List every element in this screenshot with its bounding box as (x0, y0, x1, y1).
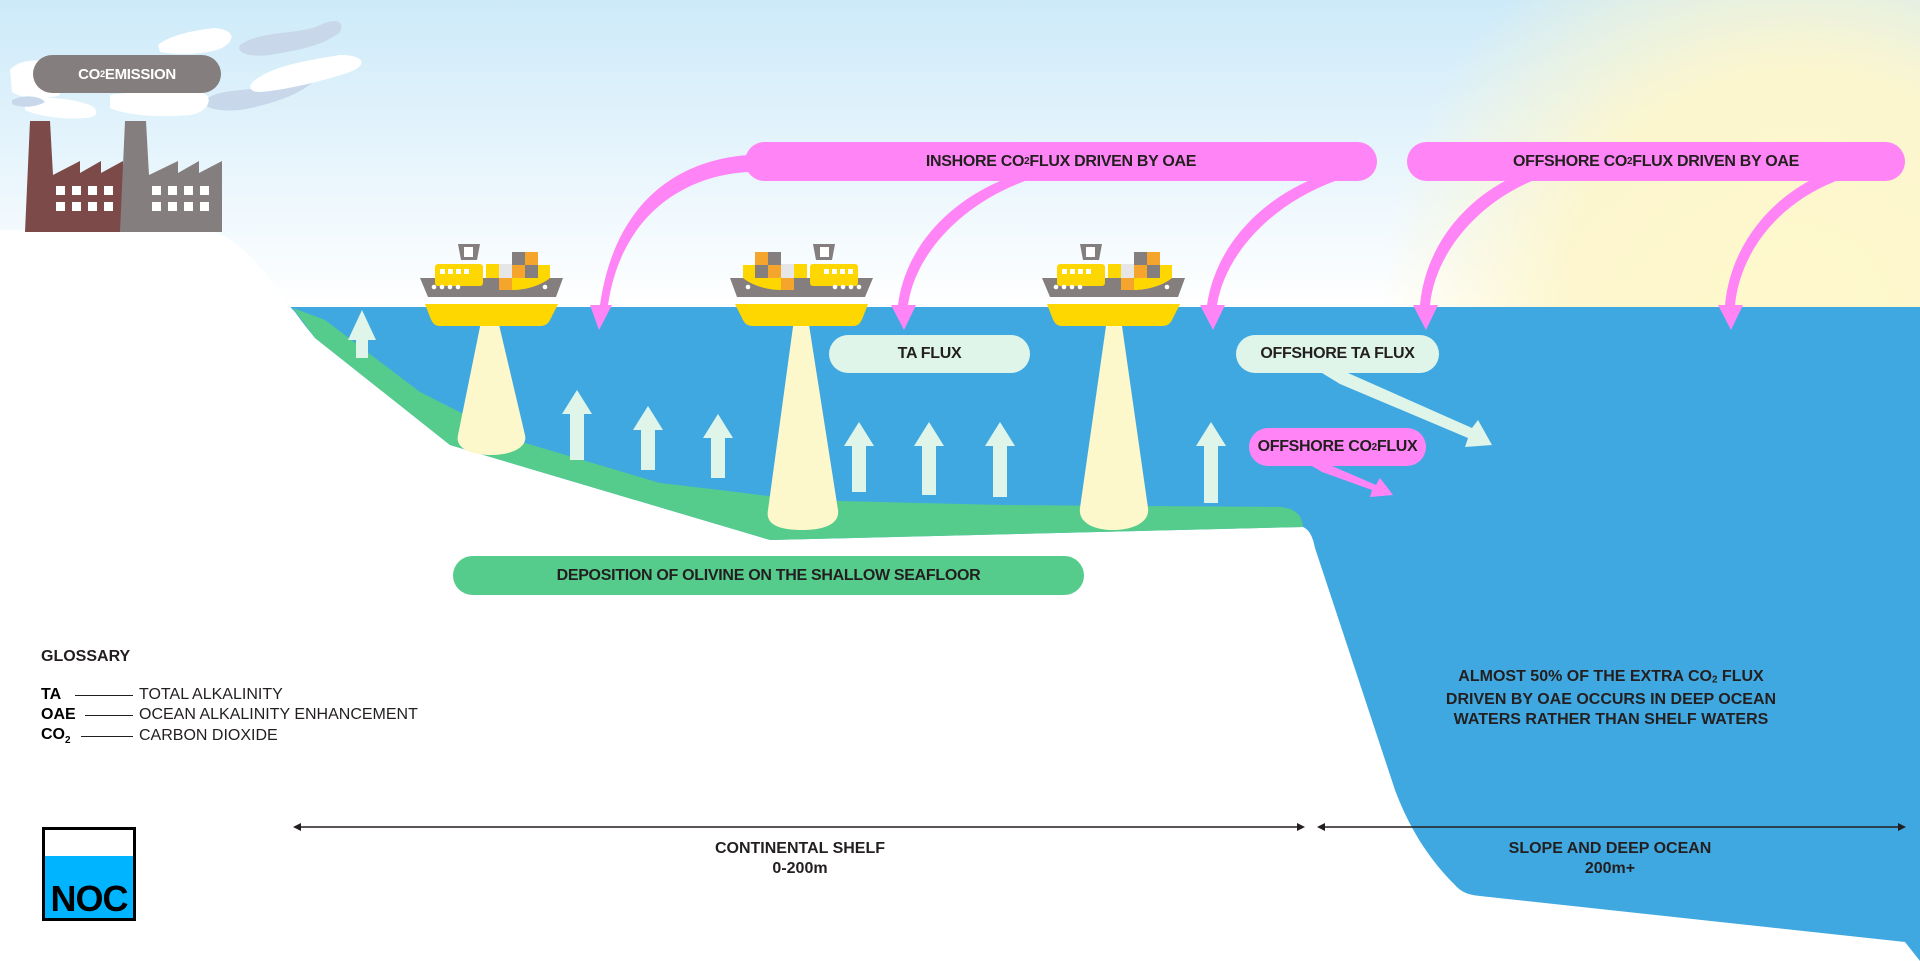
glossary-abbr: OAE (41, 706, 76, 723)
arrowhead-left (293, 823, 301, 831)
ship-icon (420, 244, 563, 326)
ta-arrow-up (844, 422, 874, 492)
note-line: ALMOST 50% OF THE EXTRA CO2 FLUX (1458, 668, 1764, 686)
glossary-entry: CO2 CARBON DIOXIDE (41, 726, 278, 746)
arrowhead-right (1898, 823, 1906, 831)
beam-1 (457, 312, 526, 455)
ta-arrow-up (562, 390, 592, 460)
co2-flux-arrows (590, 155, 1836, 330)
olivine-deposit-layer (293, 308, 1303, 540)
glossary-abbr: TA (41, 686, 62, 703)
inshore-flux-arrow-1 (590, 155, 748, 330)
zone-depth: 200m+ (1584, 860, 1636, 877)
olivine-release-beams (457, 312, 1149, 530)
logo-text: NOC (50, 878, 129, 919)
ta-arrow-up (633, 406, 663, 470)
factory-icon (25, 121, 222, 232)
zone-name: SLOPE AND DEEP OCEAN (1508, 840, 1712, 857)
ships (420, 244, 1185, 326)
ta-arrow-up (914, 422, 944, 495)
glossary-definition: OCEAN ALKALINITY ENHANCEMENT (139, 706, 418, 723)
glossary-abbr: CO2 (41, 726, 71, 747)
glossary-entry: OAE OCEAN ALKALINITY ENHANCEMENT (41, 706, 418, 724)
deep-ocean-note: ALMOST 50% OF THE EXTRA CO2 FLUX DRIVEN … (1430, 667, 1792, 730)
glossary-title: GLOSSARY (41, 648, 131, 665)
offshore-ta-flux-label: OFFSHORE TA FLUX (1236, 335, 1439, 373)
inshore-flux-arrow-2 (891, 181, 1025, 330)
zone-depth: 0-200m (772, 860, 828, 877)
glossary-connector (85, 714, 133, 716)
offshore-ta-flux-arrow (1322, 373, 1492, 447)
glossary-connector (75, 694, 133, 696)
ta-arrow-up (703, 414, 733, 478)
ship-icon (730, 244, 873, 326)
offshore-flux-arrow-2 (1718, 181, 1836, 330)
olivine-deposition-label: DEPOSITION OF OLIVINE ON THE SHALLOW SEA… (453, 556, 1084, 595)
arrowhead-left (1317, 823, 1325, 831)
glossary-definition: TOTAL ALKALINITY (139, 686, 283, 703)
ta-arrow-up (348, 310, 376, 358)
ta-flux-arrows (348, 310, 1226, 503)
deep-zone-label: SLOPE AND DEEP OCEAN 200m+ (1450, 839, 1770, 879)
arrowhead-right (1297, 823, 1305, 831)
ta-arrow-up (985, 422, 1015, 497)
offshore-co2-flux-arrow (1312, 466, 1393, 497)
seabed (0, 230, 1920, 961)
shelf-zone-label: CONTINENTAL SHELF 0-200m (640, 839, 960, 879)
beam-3 (1079, 312, 1149, 530)
offshore-flux-arrow-1 (1413, 181, 1532, 330)
note-line: DRIVEN BY OAE OCCURS IN DEEP OCEAN (1445, 691, 1777, 709)
glossary-entry: TA TOTAL ALKALINITY (41, 686, 283, 704)
inshore-flux-arrow-3 (1200, 181, 1335, 330)
noc-logo: NOC (42, 827, 136, 921)
coastal-land (0, 232, 450, 470)
zone-name: CONTINENTAL SHELF (714, 840, 886, 857)
zone-scale-arrows (293, 823, 1906, 831)
ta-flux-label: TA FLUX (829, 335, 1030, 373)
beam-2 (767, 312, 839, 530)
glossary-definition: CARBON DIOXIDE (139, 727, 278, 745)
logo-water (45, 856, 133, 918)
ta-arrow-up (1196, 422, 1226, 503)
ship-icon (1042, 244, 1185, 326)
note-line: WATERS RATHER THAN SHELF WATERS (1453, 711, 1769, 729)
glossary-connector (81, 735, 133, 737)
